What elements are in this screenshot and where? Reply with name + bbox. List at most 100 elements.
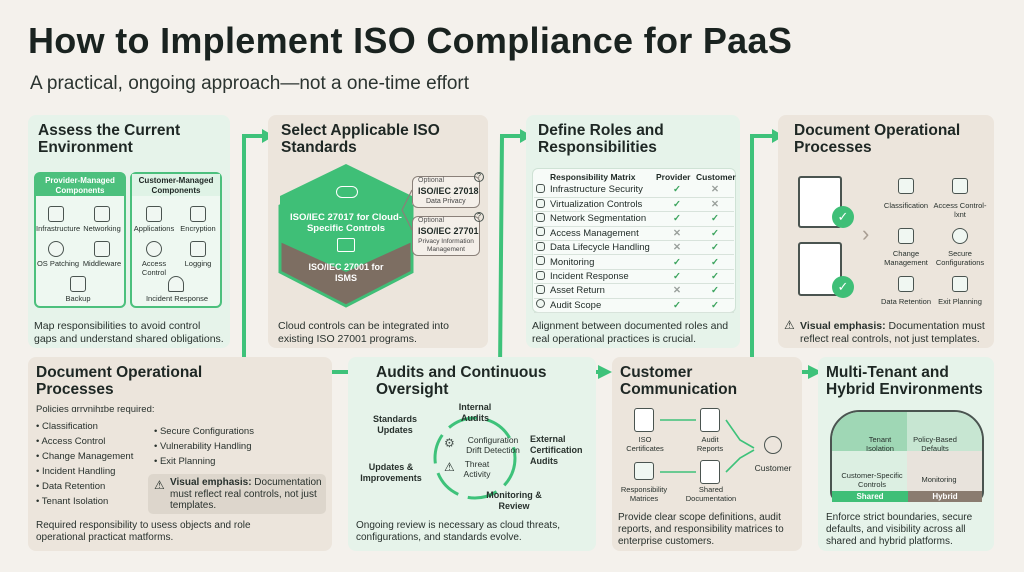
customer-controls-label: Customer-Specific Controls bbox=[841, 471, 903, 489]
provider-cell: ✕ bbox=[658, 226, 696, 242]
document-icon bbox=[536, 241, 545, 251]
hybrid-tag: Hybrid bbox=[908, 491, 982, 502]
customer-label: Customer bbox=[754, 463, 792, 473]
list-item: • Exit Planning bbox=[154, 456, 216, 467]
customer-cell: ✓ bbox=[696, 269, 734, 285]
cycle-internal: Internal Audits bbox=[458, 402, 492, 423]
provider-item: Backup bbox=[65, 294, 91, 303]
select-title: Select Applicable ISO Standards bbox=[281, 122, 440, 156]
emph-label: Visual emphasis: bbox=[170, 477, 252, 488]
monitor-icon bbox=[536, 256, 545, 266]
exit-icon bbox=[952, 276, 968, 292]
help-icon: ? bbox=[474, 212, 484, 222]
main-standard-top: ISO/IEC 27017 for Cloud-Specific Control… bbox=[290, 212, 402, 234]
provider-item: Infrastructure bbox=[36, 224, 81, 233]
warning-icon: ⚠ bbox=[444, 460, 455, 474]
audit-report-icon bbox=[700, 408, 720, 432]
policy-defaults-label: Policy-Based Defaults bbox=[913, 435, 957, 453]
cycle-config: Configuration Drift Detection bbox=[466, 435, 520, 455]
row-label: Monitoring bbox=[548, 254, 658, 270]
virtualization-icon bbox=[536, 198, 545, 208]
row-label: Audit Scope bbox=[548, 298, 658, 314]
arrow-customer-to-docops bbox=[750, 134, 772, 372]
list-item: • Vulnerability Handling bbox=[154, 441, 252, 452]
certificate-icon bbox=[634, 408, 654, 432]
shared-tag: Shared bbox=[832, 491, 908, 502]
provider-cell: ✓ bbox=[658, 298, 696, 314]
cloud-icon bbox=[336, 186, 358, 198]
gear-icon bbox=[48, 241, 64, 257]
alarm-icon bbox=[536, 270, 545, 280]
shared-docs-label: Shared Documentation bbox=[685, 485, 737, 503]
quadrant-isolation bbox=[832, 412, 907, 451]
cycle-external: External Certification Audits bbox=[530, 434, 583, 466]
list-item: • Tenant Isolation bbox=[36, 496, 109, 507]
change-management-icon bbox=[898, 228, 914, 244]
optional-27018-card bbox=[412, 176, 480, 208]
table-row: Access Management✕✓ bbox=[534, 226, 734, 242]
app-window-icon bbox=[146, 206, 162, 222]
data-retention-icon bbox=[898, 276, 914, 292]
return-icon bbox=[536, 284, 545, 294]
assess-note: Map responsibilities to avoid control ga… bbox=[34, 320, 224, 345]
list-item: • Incident Handling bbox=[36, 466, 116, 477]
backup-icon bbox=[70, 276, 86, 292]
table-row: Asset Return✕✓ bbox=[534, 283, 734, 299]
list-item: • Secure Configurations bbox=[154, 426, 254, 437]
audits-panel bbox=[348, 357, 596, 551]
docop-item: Classification bbox=[883, 201, 929, 210]
opt2-tag: Optional bbox=[418, 217, 445, 224]
access-control-icon bbox=[952, 178, 968, 194]
server-icon bbox=[48, 206, 64, 222]
row-label: Access Management bbox=[548, 226, 658, 242]
provider-item: OS Patching bbox=[36, 259, 80, 268]
list-item: • Data Retention bbox=[36, 481, 106, 492]
provider-cell: ✓ bbox=[658, 183, 696, 198]
table-row: Incident Response✓✓ bbox=[534, 269, 734, 285]
provider-item: Networking bbox=[83, 224, 121, 233]
emph-text: Documentation must reflect real controls… bbox=[170, 477, 322, 511]
arrow-assess-to-select bbox=[242, 134, 262, 372]
arrow-audits-to-roles bbox=[488, 134, 520, 374]
network-icon bbox=[536, 212, 545, 222]
table-row: Virtualization Controls✓✕ bbox=[534, 197, 734, 213]
check-badge-icon: ✓ bbox=[832, 276, 854, 298]
matrices-label: Responsibility Matrices bbox=[620, 485, 668, 503]
customer-cell: ✓ bbox=[696, 298, 734, 314]
iso-certificates-label: ISO Certificates bbox=[626, 435, 664, 453]
network-icon bbox=[94, 206, 110, 222]
customer-cell: ✓ bbox=[696, 226, 734, 242]
docop-item: Access Control-lxnt bbox=[933, 201, 987, 219]
docops-emphasis-box bbox=[148, 474, 326, 514]
search-icon bbox=[536, 299, 545, 309]
matrix-table: Infrastructure Security✓✕ Virtualization… bbox=[534, 183, 734, 314]
docops-left-list: • Classification • Access Control • Chan… bbox=[36, 419, 133, 509]
cycle-monitoring: Monitoring & Review bbox=[486, 490, 542, 511]
gear-icon: ⚙ bbox=[444, 436, 455, 450]
provider-item: Middleware bbox=[82, 259, 122, 268]
customer-item: Incident Response bbox=[145, 294, 209, 303]
docops-top-title: Document Operational Processes bbox=[794, 122, 961, 156]
customer-cell: ✕ bbox=[696, 197, 734, 213]
monitoring-label: Monitoring bbox=[921, 475, 957, 484]
page-subtitle: A practical, ongoing approach—not a one-… bbox=[30, 73, 470, 94]
customer-cell: ✕ bbox=[696, 183, 734, 198]
table-row: Data Lifecycle Handling✕✓ bbox=[534, 240, 734, 256]
provider-header: Provider-Managed Components bbox=[36, 174, 124, 196]
docop-item: Secure Configurations bbox=[935, 249, 985, 267]
provider-col-header: Provider bbox=[656, 172, 691, 182]
opt1-desc: Data Privacy bbox=[426, 198, 466, 205]
customer-note: Provide clear scope definitions, audit r… bbox=[618, 512, 784, 547]
row-label: Data Lifecycle Handling bbox=[548, 240, 658, 256]
docops-intro: Policies ɑrrvnihɪbe required: bbox=[36, 404, 155, 415]
docops-panel bbox=[28, 357, 332, 551]
select-note: Cloud controls can be integrated into ex… bbox=[278, 320, 450, 345]
matrix-header: Responsibility Matrix bbox=[550, 172, 636, 182]
customer-header: Customer-Managed Components bbox=[132, 174, 220, 196]
audit-reports-label: Audit Reports bbox=[696, 435, 724, 453]
opt2-name: ISO/IEC 27701 bbox=[418, 226, 479, 236]
tenant-note: Enforce strict boundaries, secure defaul… bbox=[826, 512, 973, 547]
docop-item: Data Retention bbox=[880, 297, 932, 306]
cycle-standards: Standards Updates bbox=[372, 414, 417, 435]
shared-docs-icon bbox=[700, 460, 720, 484]
